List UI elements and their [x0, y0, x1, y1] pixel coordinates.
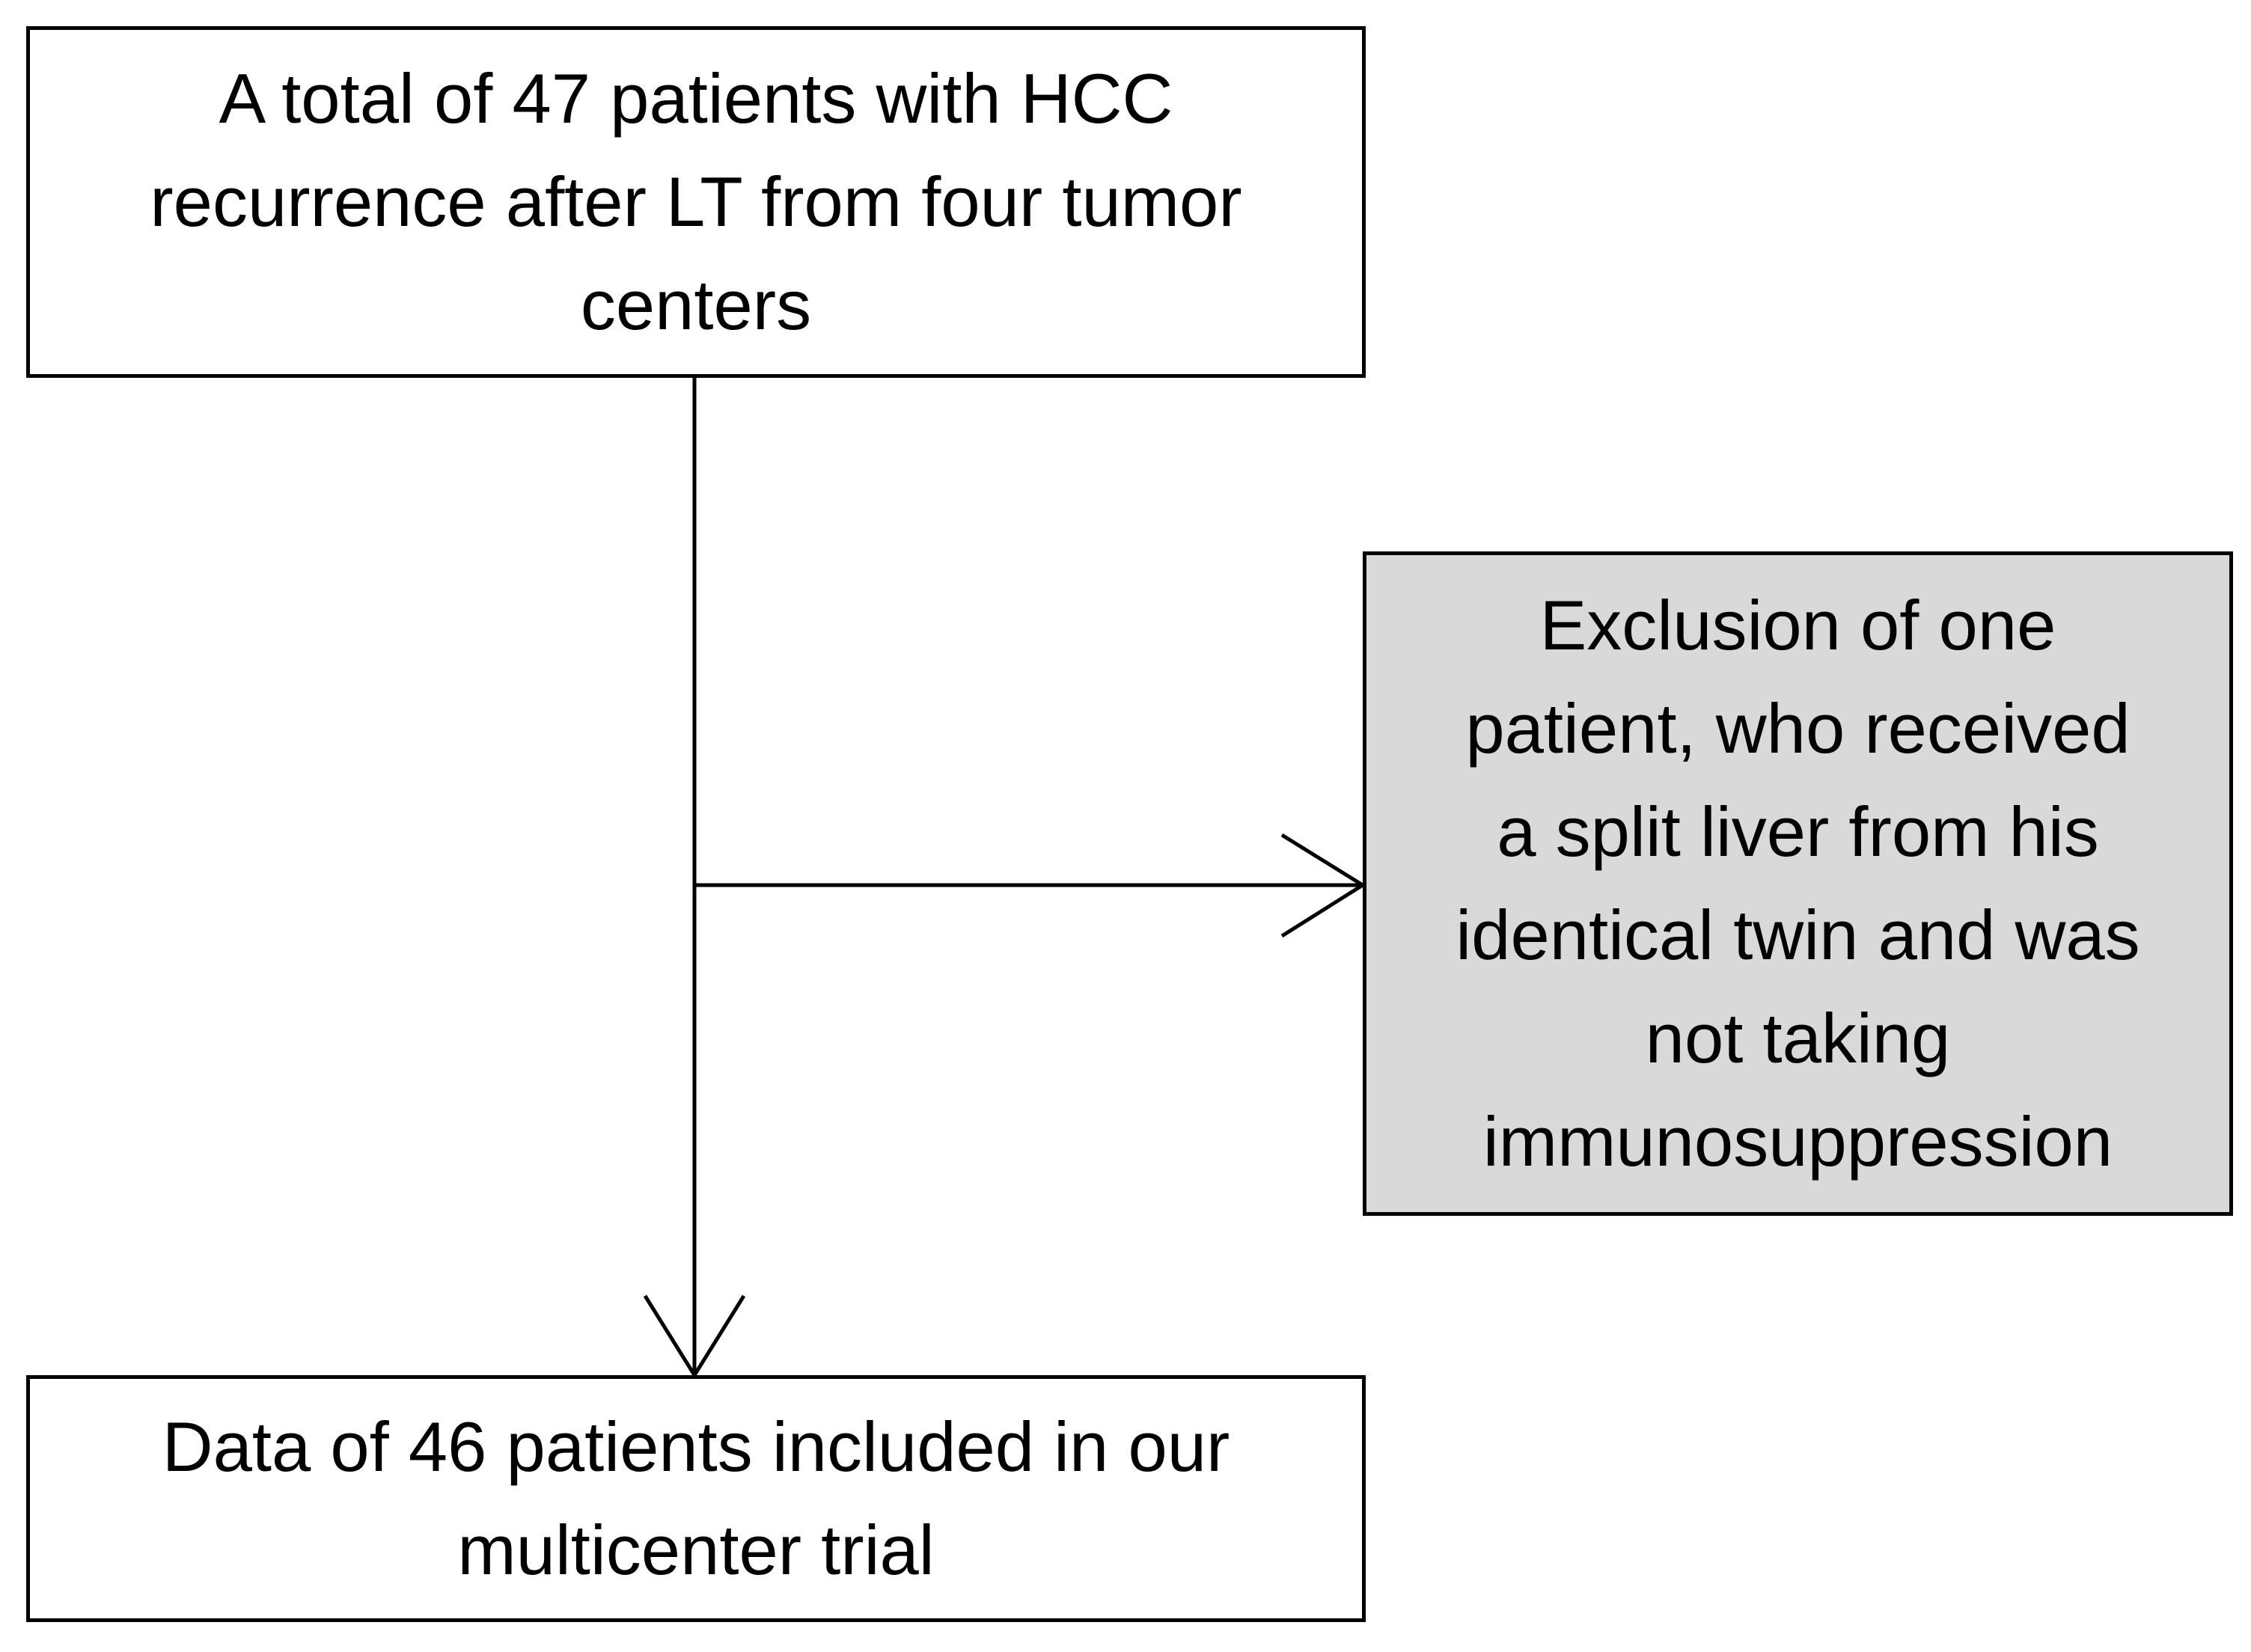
included-box: Data of 46 patients included in our mult…: [26, 1375, 1366, 1622]
down-arrowhead: [643, 1294, 746, 1379]
exclusion-text: Exclusion of one patient, who received a…: [1456, 574, 2139, 1193]
exclusion-line: immunosuppression: [1482, 1102, 2113, 1181]
right-arrowhead: [1280, 833, 1366, 938]
enrollment-line: A total of 47 patients with HCC: [219, 59, 1173, 138]
included-text: Data of 46 patients included in our mult…: [162, 1395, 1230, 1602]
exclusion-line: identical twin and was: [1456, 896, 2140, 974]
exclusion-line: a split liver from his: [1497, 792, 2099, 871]
enrollment-box: A total of 47 patients with HCC recurren…: [26, 26, 1366, 378]
included-line: Data of 46 patients included in our: [162, 1407, 1230, 1486]
exclusion-line: Exclusion of one: [1539, 586, 2056, 664]
enrollment-line: centers: [580, 266, 812, 344]
exclusion-line: not taking: [1645, 999, 1951, 1077]
exclusion-box: Exclusion of one patient, who received a…: [1363, 551, 2233, 1216]
included-line: multicenter trial: [457, 1511, 935, 1589]
enrollment-line: recurrence after LT from four tumor: [150, 162, 1242, 241]
exclusion-line: patient, who received: [1465, 689, 2131, 768]
enrollment-text: A total of 47 patients with HCC recurren…: [150, 47, 1241, 357]
